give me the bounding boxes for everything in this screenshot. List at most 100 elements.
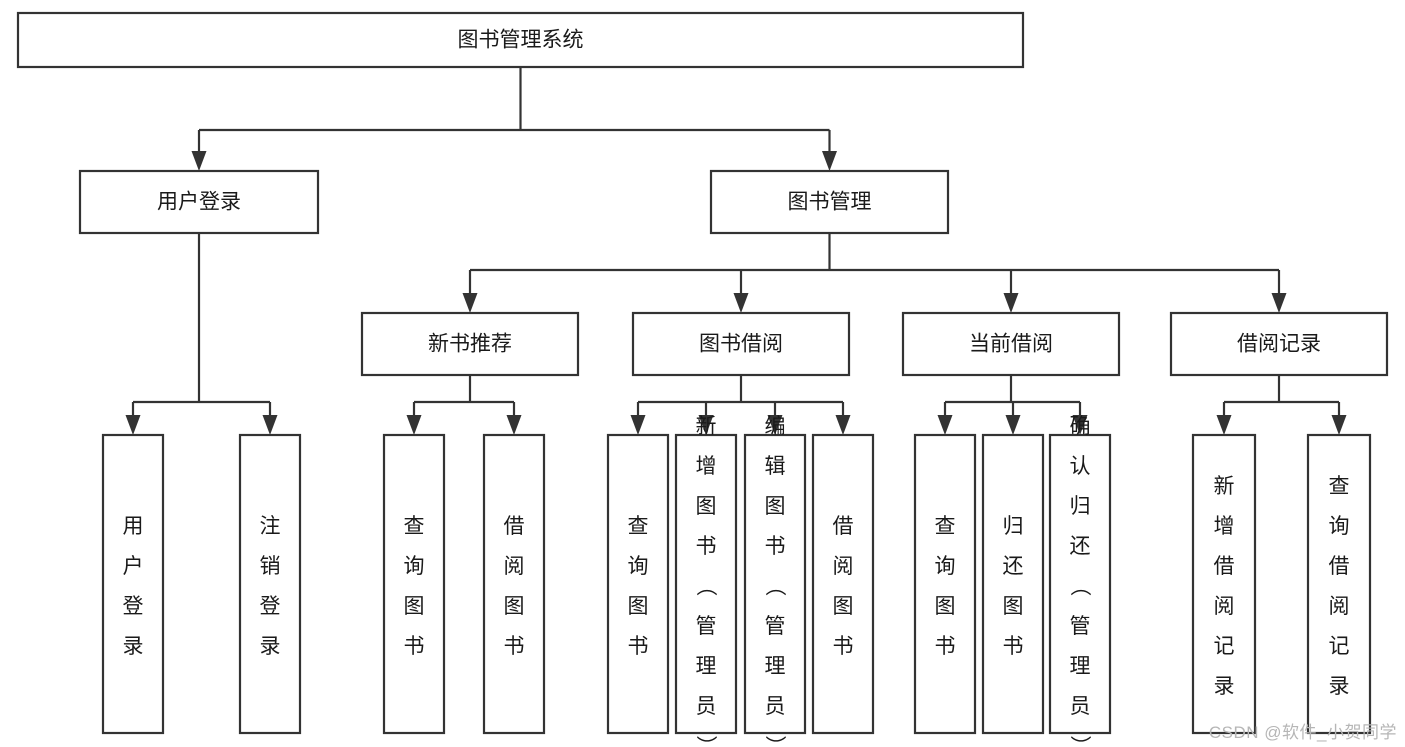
node-label: 图书管理系统 bbox=[458, 29, 584, 52]
node-label-char: 理 bbox=[1070, 655, 1091, 678]
node-borrow-record[interactable]: 借阅记录 bbox=[1169, 311, 1389, 377]
node-label-char: 管 bbox=[1070, 615, 1091, 638]
node-box bbox=[78, 169, 320, 235]
node-label-char: ） bbox=[694, 735, 717, 747]
node-box bbox=[709, 169, 950, 235]
arrow-head-icon bbox=[406, 415, 422, 435]
node-label-char: 书 bbox=[935, 635, 956, 658]
node-root[interactable]: 图书管理系统 bbox=[16, 11, 1025, 69]
node-label-char: 图 bbox=[504, 595, 525, 618]
node-user-login-do[interactable]: 用户登录 bbox=[101, 433, 165, 735]
node-label-char: 阅 bbox=[1214, 595, 1235, 618]
node-label-char: 增 bbox=[696, 455, 717, 478]
arrow-head-icon bbox=[1216, 415, 1232, 435]
node-label-char: 阅 bbox=[504, 555, 525, 578]
node-label-char: 询 bbox=[628, 555, 649, 578]
node-label-char: 登 bbox=[260, 595, 281, 618]
node-label-char: 书 bbox=[404, 635, 425, 658]
connector-layer bbox=[125, 67, 1347, 435]
node-label-char: 辑 bbox=[765, 455, 786, 478]
node-label-char: （ bbox=[1068, 575, 1091, 596]
node-label-char: 借 bbox=[1214, 555, 1235, 578]
node-user-login[interactable]: 用户登录 bbox=[78, 169, 320, 235]
node-box bbox=[238, 433, 302, 735]
node-label-char: 书 bbox=[628, 635, 649, 658]
node-label-char: 借 bbox=[504, 515, 525, 538]
arrow-head-icon bbox=[767, 415, 783, 435]
arrow-head-icon bbox=[1331, 415, 1347, 435]
node-label-char: 员 bbox=[1070, 695, 1091, 718]
node-box bbox=[631, 311, 851, 377]
arrow-head-icon bbox=[835, 415, 851, 435]
node-label-char: 图 bbox=[935, 595, 956, 618]
node-label-char: 查 bbox=[935, 515, 956, 538]
node-label-char: 询 bbox=[935, 555, 956, 578]
node-label-char: 员 bbox=[765, 695, 786, 718]
node-box bbox=[1191, 433, 1257, 735]
node-label-char: 新 bbox=[696, 415, 717, 438]
node-label-char: 图 bbox=[696, 495, 717, 518]
node-label-char: 确 bbox=[1070, 415, 1091, 438]
node-box bbox=[482, 433, 546, 735]
node-box bbox=[674, 433, 738, 735]
node-label-char: 注 bbox=[260, 515, 281, 538]
node-label-char: 理 bbox=[696, 655, 717, 678]
node-label-char: 还 bbox=[1003, 555, 1024, 578]
node-label-char: 查 bbox=[404, 515, 425, 538]
node-label-char: 图 bbox=[1003, 595, 1024, 618]
node-label-char: 录 bbox=[1329, 675, 1350, 698]
node-box bbox=[901, 311, 1121, 377]
node-label-char: 新 bbox=[1214, 475, 1235, 498]
node-label-char: 书 bbox=[765, 535, 786, 558]
node-box bbox=[1306, 433, 1372, 735]
arrow-head-icon bbox=[1005, 415, 1021, 435]
arrow-head-icon bbox=[1072, 415, 1088, 435]
arrow-head-icon bbox=[733, 293, 749, 313]
node-label-char: 理 bbox=[765, 655, 786, 678]
node-label-char: （ bbox=[694, 575, 717, 596]
arrow-head-icon bbox=[262, 415, 278, 435]
node-book-borrow[interactable]: 图书借阅 bbox=[631, 311, 851, 377]
arrow-head-icon bbox=[822, 151, 837, 171]
node-current-borrow[interactable]: 当前借阅 bbox=[901, 311, 1121, 377]
arrow-head-icon bbox=[191, 151, 207, 171]
node-label-char: 管 bbox=[765, 615, 786, 638]
node-label: 借阅记录 bbox=[1237, 333, 1321, 356]
node-label-char: 管 bbox=[696, 615, 717, 638]
node-box bbox=[1169, 311, 1389, 377]
node-label-char: 销 bbox=[260, 555, 281, 578]
node-label-char: 借 bbox=[833, 515, 854, 538]
node-label-char: 书 bbox=[1003, 635, 1024, 658]
node-layer: 图书管理系统用户登录用户登录注销登录图书管理新书推荐查询图书借阅图书图书借阅查询… bbox=[16, 11, 1389, 747]
node-book-management[interactable]: 图书管理 bbox=[709, 169, 950, 235]
arrow-head-icon bbox=[125, 415, 141, 435]
node-label-char: 记 bbox=[1214, 635, 1235, 658]
node-label-char: 录 bbox=[1214, 675, 1235, 698]
node-label-char: 书 bbox=[504, 635, 525, 658]
node-label: 用户登录 bbox=[157, 191, 241, 214]
arrow-head-icon bbox=[937, 415, 953, 435]
node-box bbox=[981, 433, 1045, 735]
node-label-char: 登 bbox=[123, 595, 144, 618]
arrow-head-icon bbox=[630, 415, 646, 435]
node-box bbox=[913, 433, 977, 735]
node-new-book-recommend[interactable]: 新书推荐 bbox=[360, 311, 580, 377]
node-label-char: 询 bbox=[404, 555, 425, 578]
node-label-char: 录 bbox=[260, 635, 281, 658]
node-label-char: 图 bbox=[833, 595, 854, 618]
node-box bbox=[360, 311, 580, 377]
